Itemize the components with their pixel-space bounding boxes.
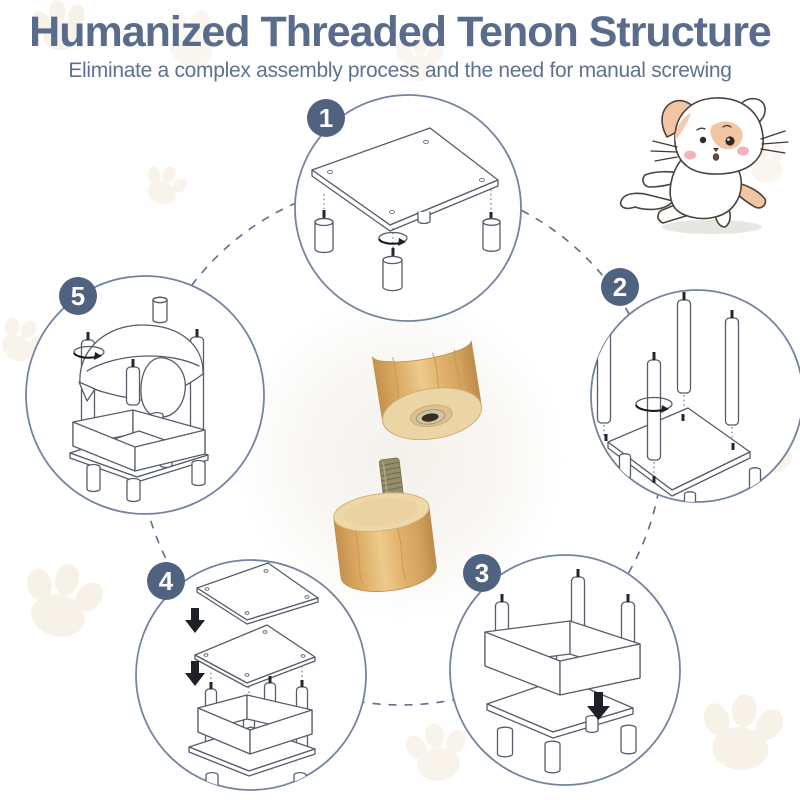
step-5-illustration bbox=[69, 296, 209, 503]
step-badge-1: 1 bbox=[307, 99, 345, 137]
page-title: Humanized Threaded Tenon Structure bbox=[29, 8, 772, 56]
step-number: 1 bbox=[319, 103, 333, 133]
cat-left-blush bbox=[684, 150, 696, 160]
step-number: 2 bbox=[613, 272, 627, 302]
leg bbox=[482, 218, 501, 252]
cat-tail bbox=[619, 192, 674, 211]
cat-whiskers bbox=[650, 130, 789, 162]
threaded-bolt bbox=[378, 457, 404, 500]
step-4-illustration bbox=[185, 562, 319, 790]
cat-right-eye bbox=[725, 136, 735, 146]
paw-print-icon bbox=[399, 718, 475, 786]
center-glow bbox=[237, 293, 567, 623]
step-badge-4: 4 bbox=[147, 562, 185, 600]
cat-head-patch bbox=[675, 113, 691, 141]
paw-print-icon bbox=[136, 158, 194, 212]
step-number: 4 bbox=[159, 566, 174, 596]
middle-plate bbox=[194, 624, 316, 688]
down-arrow-icon bbox=[185, 608, 205, 633]
step-badge-5: 5 bbox=[59, 277, 97, 315]
surround-band-front bbox=[197, 707, 313, 755]
rotate-arrow-icon bbox=[73, 345, 105, 360]
cat-left-brow bbox=[696, 127, 706, 131]
down-arrow-icon bbox=[185, 661, 205, 686]
page-subtitle: Eliminate a complex assembly process and… bbox=[68, 59, 732, 82]
post bbox=[724, 310, 740, 440]
base-plate bbox=[604, 407, 751, 497]
surround-band-front bbox=[72, 421, 206, 472]
tenon-nut-part bbox=[371, 340, 483, 441]
step-badge-2: 2 bbox=[601, 268, 639, 306]
cat-eye-glint bbox=[727, 138, 730, 141]
step-number: 5 bbox=[71, 281, 85, 311]
leg bbox=[382, 255, 403, 292]
cat-nose bbox=[713, 148, 719, 152]
surround-band-front bbox=[484, 631, 641, 696]
cat-shadow bbox=[662, 220, 762, 234]
cat-eye-patch bbox=[710, 121, 743, 150]
post bbox=[676, 292, 692, 410]
step-number: 3 bbox=[475, 558, 489, 588]
top-peg bbox=[152, 296, 168, 324]
cat-illustration bbox=[619, 97, 789, 234]
leg bbox=[314, 217, 334, 254]
down-arrow-icon bbox=[587, 692, 610, 720]
rotate-arrow-icon bbox=[378, 231, 408, 246]
cat-right-blush bbox=[737, 146, 749, 156]
rotate-arrow-icon bbox=[635, 396, 673, 413]
tenon-bolt-part bbox=[333, 457, 437, 592]
cat-left-eye bbox=[699, 136, 707, 144]
step-3-illustration bbox=[484, 569, 641, 774]
top-plate bbox=[196, 562, 319, 625]
paw-print-icon bbox=[693, 689, 791, 775]
cat-right-brow bbox=[722, 124, 732, 128]
leg bbox=[496, 714, 637, 774]
header: Humanized Threaded Tenon Structure Elimi… bbox=[0, 8, 800, 83]
step-badge-3: 3 bbox=[463, 554, 501, 592]
paw-print-icon bbox=[11, 553, 113, 647]
post bbox=[125, 359, 141, 406]
base-plate bbox=[311, 127, 499, 232]
cat-mouth bbox=[712, 153, 720, 161]
step-1-illustration bbox=[311, 127, 501, 292]
